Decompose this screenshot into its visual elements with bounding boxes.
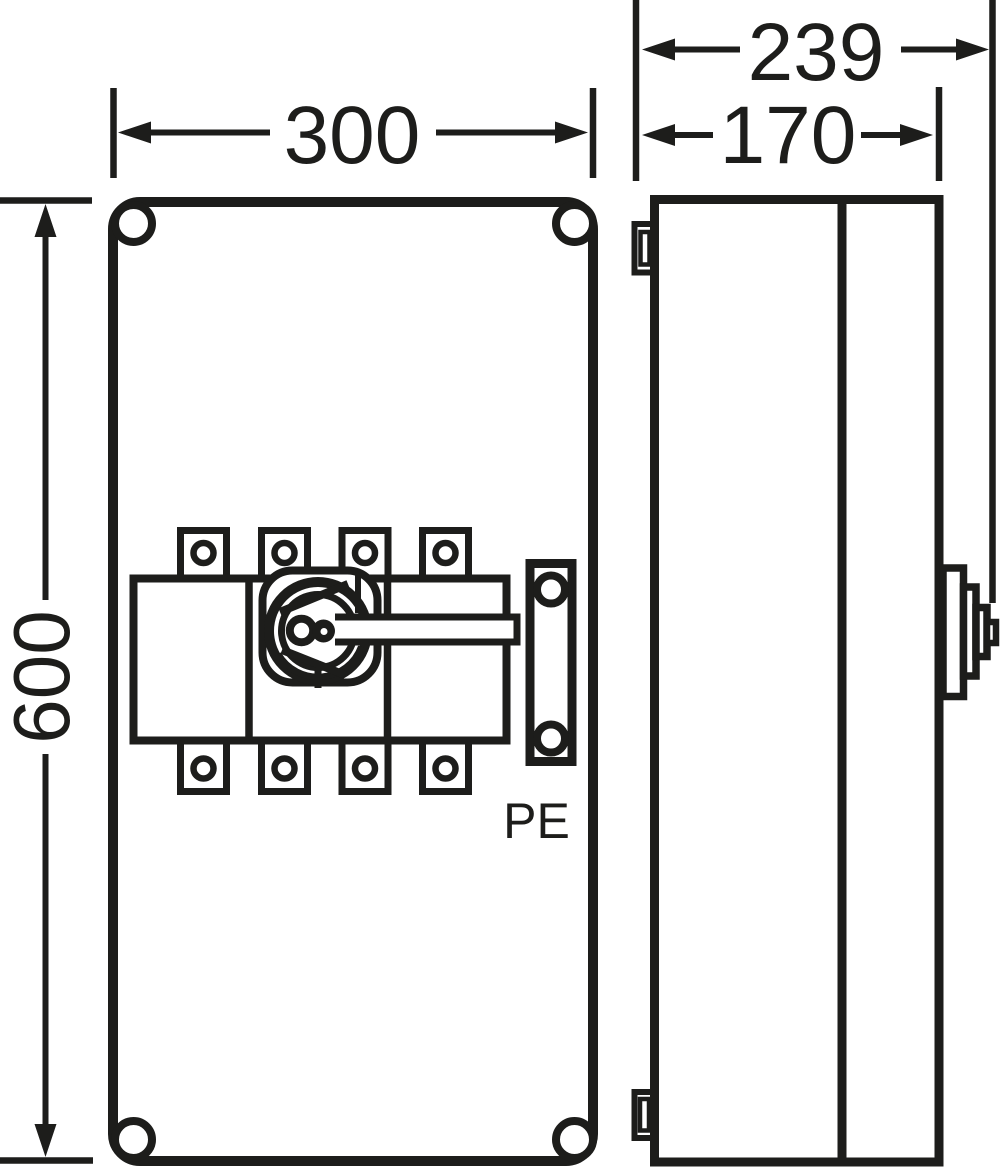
- arrowhead-left-icon: [642, 124, 675, 146]
- dim-side-depth-body-label: 170: [720, 90, 857, 181]
- terminal-hole-top-3: [351, 539, 379, 567]
- terminal-hole-bottom-4: [432, 755, 459, 782]
- terminal-hole-bottom-2: [271, 755, 298, 782]
- dim-side-depth-total-label: 239: [748, 7, 885, 98]
- dim-front-height-label: 600: [0, 610, 86, 743]
- rotary-handle: [258, 566, 521, 688]
- dim-front-height: 600: [0, 197, 93, 1164]
- padlock-hole-pin: [320, 628, 328, 635]
- pe-terminal-strip: [525, 559, 577, 766]
- arrowhead-down-icon: [34, 1124, 57, 1157]
- handle-lever: [335, 613, 521, 646]
- pe-hole-bottom: [533, 720, 569, 757]
- terminal-hole-top-1: [190, 539, 217, 567]
- arrowhead-right-icon: [956, 38, 989, 61]
- pe-hole-top: [533, 571, 569, 608]
- dim-front-width-label: 300: [284, 90, 421, 181]
- arrowhead-right-icon: [900, 124, 933, 146]
- side-view: [631, 195, 1000, 1167]
- corner-screw-hole-bottom-left: [111, 1117, 156, 1162]
- arrowhead-up-icon: [34, 204, 57, 237]
- front-view: PE: [108, 197, 598, 1166]
- corner-screw-hole-top-left: [111, 201, 156, 246]
- arrowhead-left-icon: [642, 38, 675, 61]
- handle-grip-edge-lower: [280, 646, 347, 679]
- terminal-hole-bottom-3: [351, 755, 379, 782]
- dim-side-depth-body: 170: [642, 87, 943, 181]
- handle-inner-arc: [275, 645, 365, 681]
- arrowhead-left-icon: [118, 121, 151, 144]
- hinge-bottom-slot: [637, 1096, 652, 1133]
- terminal-hole-top-4: [432, 539, 459, 567]
- dim-side-depth-total: 239: [632, 0, 996, 603]
- switch-disconnector: PE: [129, 527, 577, 849]
- handle-grip-edge-upper: [278, 580, 350, 616]
- side-profile-outline: [650, 195, 944, 1167]
- terminal-hole-top-2: [271, 539, 298, 567]
- corner-screw-hole-bottom-right: [552, 1117, 597, 1162]
- terminal-hole-bottom-1: [190, 755, 217, 782]
- arrowhead-right-icon: [555, 121, 588, 144]
- handle-shaft-profile: [939, 564, 1000, 701]
- shaft-tip: [983, 618, 1000, 647]
- padlock-hole-large: [285, 614, 318, 647]
- hinge-top-slot: [638, 229, 652, 267]
- corner-screw-hole-top-right: [552, 201, 597, 246]
- pe-label: PE: [503, 793, 570, 849]
- dim-front-width: 300: [110, 88, 597, 181]
